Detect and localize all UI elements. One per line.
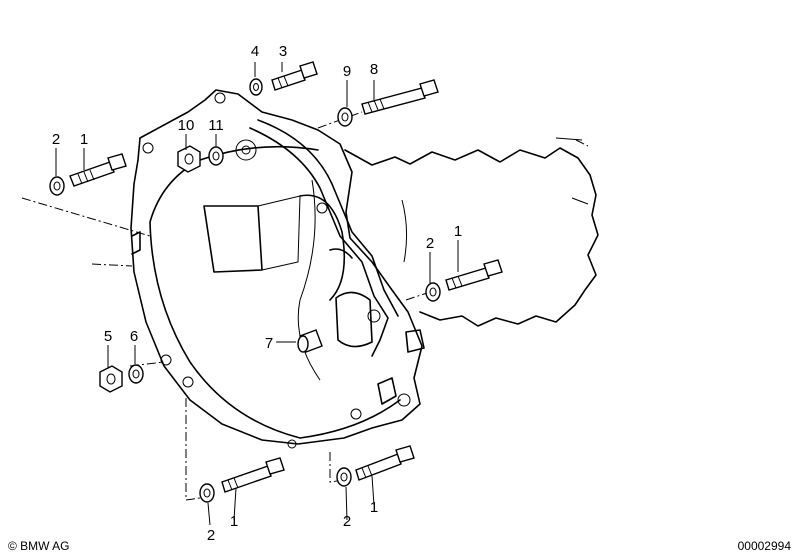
callout-4-top: 4 — [251, 43, 259, 60]
washer-2-right — [425, 282, 441, 302]
washer-2-bottom-left — [199, 483, 215, 503]
washer-2-bottom-right — [336, 467, 352, 487]
callout-5: 5 — [104, 328, 112, 345]
bolt-8-top — [361, 79, 439, 115]
gearbox-body — [344, 147, 599, 327]
callout-2-bottom-left: 2 — [207, 527, 215, 544]
washer-9-top — [337, 107, 353, 127]
callout-1-bottom-left: 1 — [230, 513, 238, 530]
callout-2-left: 2 — [52, 131, 60, 148]
callout-7: 7 — [265, 335, 273, 352]
nut-10 — [177, 145, 201, 173]
bellhousing-flange — [130, 89, 423, 445]
washer-4-top — [249, 78, 263, 96]
washer-2-left — [49, 176, 65, 196]
callout-9-top: 9 — [343, 63, 351, 80]
bolt-1-right — [445, 259, 503, 291]
bolt-1-bottom-right — [355, 445, 415, 481]
bellhousing-shell — [149, 145, 401, 439]
callout-1-left: 1 — [80, 131, 88, 148]
callout-1-bottom-right: 1 — [370, 499, 378, 516]
callout-3-top: 3 — [279, 43, 287, 60]
bolt-3-top — [271, 61, 318, 91]
bolt-1-left — [69, 153, 127, 187]
sleeve-7 — [297, 329, 323, 353]
callout-8-top: 8 — [370, 61, 378, 78]
bolt-1-bottom-left — [221, 457, 285, 493]
washer-11 — [208, 146, 224, 166]
copyright-label: © BMW AG — [8, 539, 70, 553]
callout-11: 11 — [208, 117, 224, 134]
callout-2-right: 2 — [426, 235, 434, 252]
washer-6 — [128, 364, 144, 384]
callout-6: 6 — [130, 328, 138, 345]
nut-5 — [99, 365, 123, 393]
callout-2-bottom-right: 2 — [343, 513, 351, 530]
callout-10: 10 — [178, 117, 195, 134]
diagram-number: 00002994 — [737, 539, 791, 553]
callout-1-right: 1 — [454, 223, 462, 240]
